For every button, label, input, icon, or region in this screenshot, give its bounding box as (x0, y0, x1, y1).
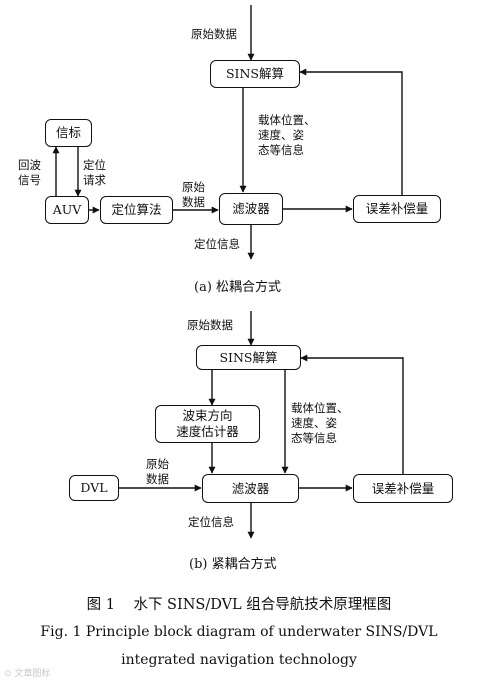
dvl-box: DVL (69, 475, 119, 501)
raw-data-label-side-b: 原始 数据 (146, 457, 169, 486)
positioning-info-label-b: 定位信息 (188, 515, 234, 529)
raw-data-label-side-a: 原始 数据 (182, 180, 205, 209)
positioning-info-label-a: 定位信息 (194, 237, 240, 251)
carrier-info-label-b: 载体位置、 速度、姿 态等信息 (291, 401, 349, 445)
caption-b: (b) 紧耦合方式 (189, 557, 277, 572)
carrier-info-label-a: 载体位置、 速度、姿 态等信息 (258, 113, 316, 157)
sins-box-b: SINS解算 (196, 345, 301, 370)
arrow-a-error-to-sins (299, 68, 403, 195)
auv-box: AUV (45, 196, 89, 224)
raw-data-label-top-b: 原始数据 (187, 318, 233, 332)
figure-title-en-line2: integrated navigation technology (121, 652, 357, 668)
positioning-algorithm-box: 定位算法 (100, 196, 173, 224)
figure-title-cn: 图 1 水下 SINS/DVL 组合导航技术原理框图 (86, 597, 392, 613)
arrow-b-error-to-sins (300, 354, 404, 474)
beam-velocity-estimator-box: 波束方向 速度估计器 (155, 405, 260, 443)
positioning-request-label: 定位 请求 (83, 158, 106, 187)
echo-signal-label: 回波 信号 (18, 158, 41, 187)
filter-box-a: 滤波器 (219, 193, 283, 225)
error-compensation-box-b: 误差补偿量 (353, 474, 453, 503)
caption-a: (a) 松耦合方式 (194, 280, 282, 295)
error-compensation-box-a: 误差补偿量 (353, 195, 441, 223)
watermark: ⊙ 文章图标 (4, 669, 51, 679)
sins-box-a: SINS解算 (210, 60, 300, 88)
raw-data-label-top-a: 原始数据 (191, 27, 237, 41)
filter-box-b: 滤波器 (202, 474, 299, 503)
beacon-box: 信标 (45, 119, 92, 147)
figure-title-en-line1: Fig. 1 Principle block diagram of underw… (40, 624, 438, 640)
